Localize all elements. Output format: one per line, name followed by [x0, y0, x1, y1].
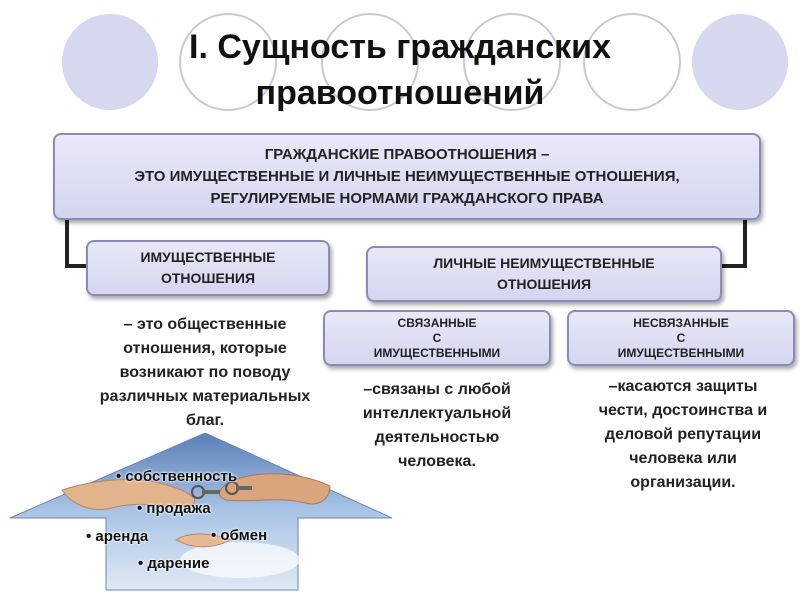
decor-circle-2: [179, 13, 277, 111]
related-description: –связаны с любой интеллектуальной деятел…: [362, 381, 512, 470]
property-relations-box: ИМУЩЕСТВЕННЫЕ ОТНОШЕНИЯ: [86, 240, 330, 296]
connector-right: [718, 220, 747, 268]
title-line-1: I. Сущность гражданских: [189, 28, 611, 66]
property-relations-line-2: ОТНОШЕНИЯ: [160, 270, 256, 286]
lower-hand: [175, 533, 232, 548]
house-shape: [9, 433, 393, 591]
unrelated-box: НЕСВЯЗАННЫЕ С ИМУЩЕСТВЕННЫМИ: [567, 310, 795, 366]
related-line-3: ИМУЩЕСТВЕННЫМИ: [373, 345, 501, 360]
house-item-exchange: • обмен: [211, 527, 268, 544]
unrelated-description: –касаются защиты чести, достоинства и де…: [598, 378, 768, 491]
definition-box: ГРАЖДАНСКИЕ ПРАВООТНОШЕНИЯ – это имущест…: [53, 133, 761, 220]
decor-circle-5: [583, 13, 681, 111]
decor-circle-6: [692, 14, 788, 110]
house-item-sale: • продажа: [137, 500, 211, 517]
property-relations-line-1: ИМУЩЕСТВЕННЫЕ: [140, 249, 276, 265]
house-item-rent: • аренда: [86, 528, 149, 545]
unrelated-line-2: С: [676, 330, 686, 345]
decor-circle-3: [321, 13, 419, 111]
cloud-shape: [180, 542, 300, 578]
personal-relations-line-2: ОТНОШЕНИЯ: [496, 276, 592, 292]
house-illustration: [9, 433, 393, 591]
related-line-2: С: [432, 330, 442, 345]
right-hand: [219, 473, 331, 505]
left-hand: [61, 479, 196, 510]
decor-circle-4: [463, 13, 561, 111]
unrelated-line-3: ИМУЩЕСТВЕННЫМИ: [617, 345, 745, 360]
related-line-1: СВЯЗАННЫЕ: [397, 315, 477, 330]
definition-heading: ГРАЖДАНСКИЕ ПРАВООТНОШЕНИЯ –: [264, 145, 550, 163]
property-relations-description: – это общественные отношения, которые во…: [99, 316, 311, 429]
house-item-ownership: • собственность: [116, 468, 238, 485]
unrelated-line-1: НЕСВЯЗАННЫЕ: [633, 315, 729, 330]
keys-icon: [191, 481, 252, 499]
definition-line-3: регулируемые нормами гражданского права: [210, 189, 604, 207]
decor-circle-1: [62, 14, 158, 110]
related-box: СВЯЗАННЫЕ С ИМУЩЕСТВЕННЫМИ: [323, 310, 551, 366]
definition-line-2: это имущественные и личные неимущественн…: [134, 167, 680, 185]
personal-relations-line-1: ЛИЧНЫЕ НЕИМУЩЕСТВЕННЫЕ: [433, 255, 655, 271]
page-title: I. Сущность гражданских правоотношений: [150, 24, 650, 116]
title-line-2: правоотношений: [255, 74, 545, 112]
personal-relations-box: ЛИЧНЫЕ НЕИМУЩЕСТВЕННЫЕ ОТНОШЕНИЯ: [366, 246, 722, 302]
connector-left: [65, 220, 86, 268]
house-item-gift: • дарение: [138, 555, 210, 572]
